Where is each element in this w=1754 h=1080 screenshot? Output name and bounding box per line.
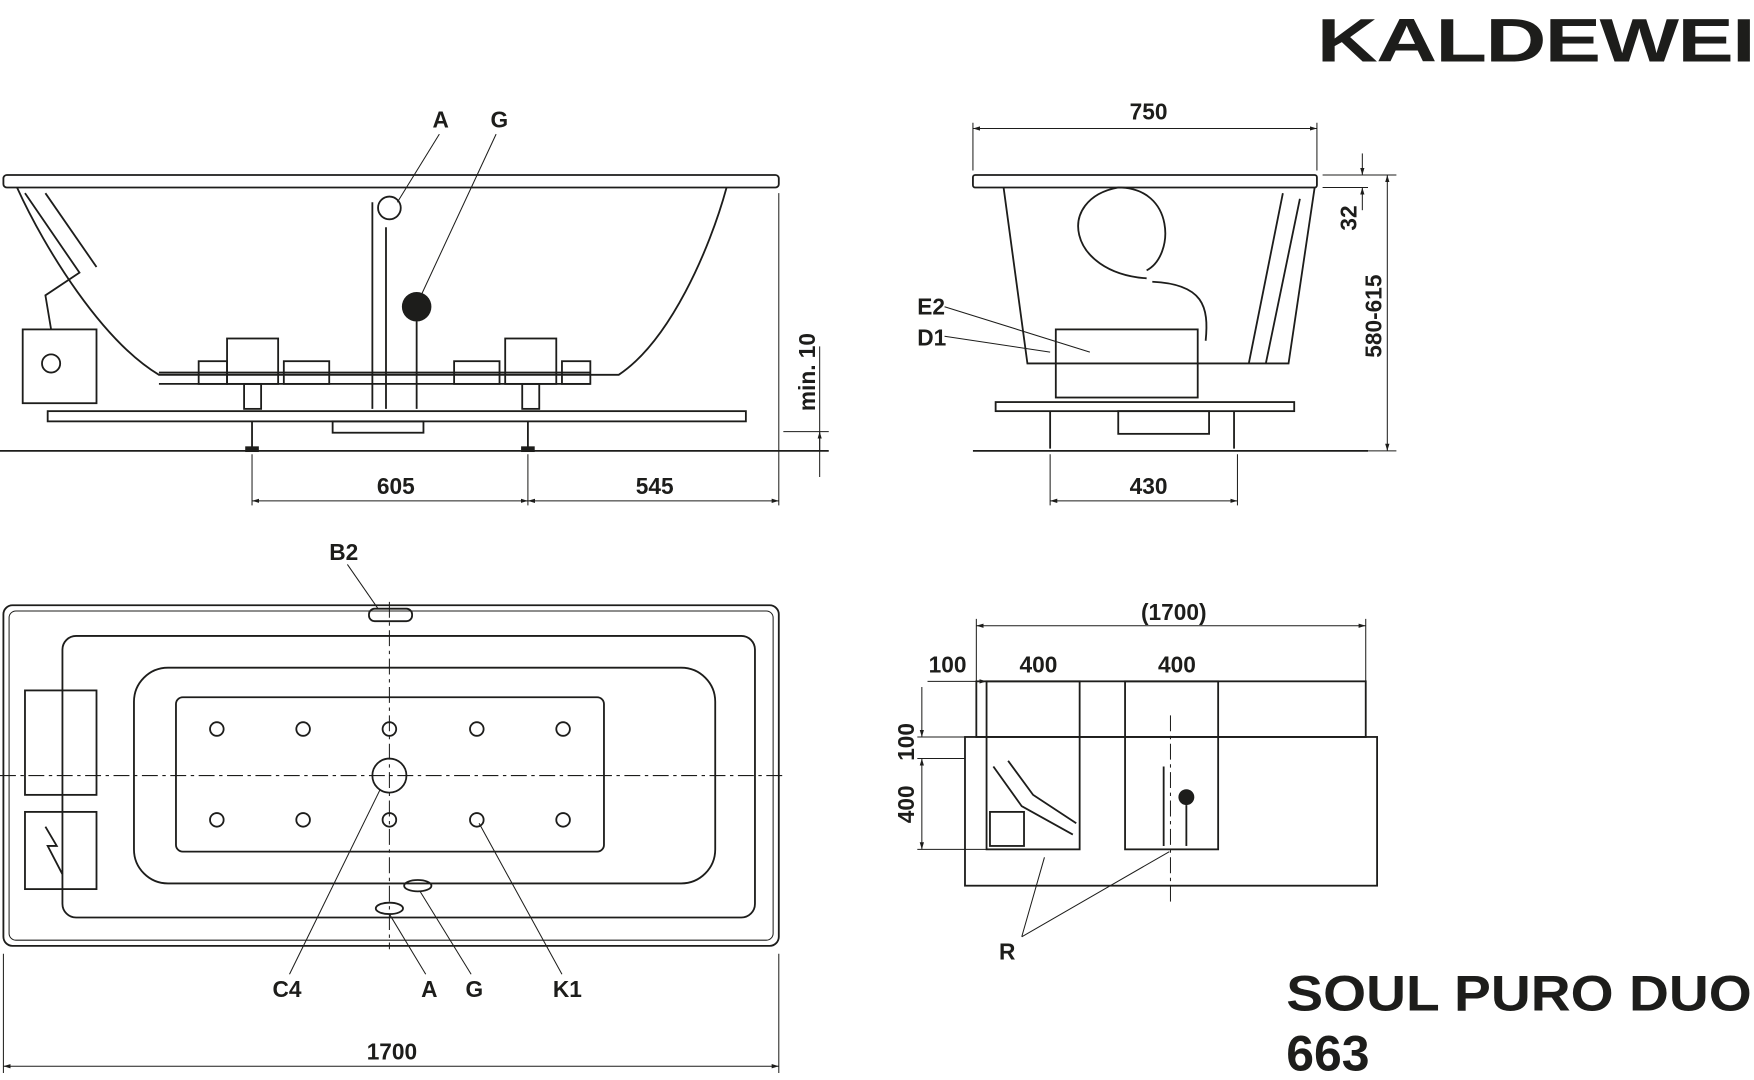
label-a-plan: A <box>421 976 437 1002</box>
label-k1: K1 <box>553 976 582 1002</box>
label-a-side: A <box>433 106 449 132</box>
dim-400-box2: 400 <box>1158 651 1196 677</box>
label-c4: C4 <box>272 976 301 1002</box>
pump-unit <box>24 689 98 796</box>
label-g-side: G <box>490 106 508 132</box>
dim-580-615: 580-615 <box>1361 275 1387 358</box>
label-d1: D1 <box>917 324 946 350</box>
dim-545: 545 <box>636 473 674 499</box>
label-g-plan: G <box>465 976 483 1002</box>
dim-750: 750 <box>1130 98 1168 124</box>
dim-min-10: min. 10 <box>794 333 820 411</box>
plan-view: B2 C4 A G K1 1700 <box>0 539 784 1074</box>
dim-400-depth: 400 <box>893 785 919 823</box>
dim-605: 605 <box>377 473 415 499</box>
brand-logo: KALDEWEI <box>1317 6 1754 74</box>
dim-430: 430 <box>1130 473 1168 499</box>
label-b2: B2 <box>329 539 358 565</box>
product-name: SOUL PURO DUO <box>1286 966 1751 1022</box>
dim-32: 32 <box>1336 205 1362 230</box>
dim-1700-ref: (1700) <box>1141 599 1207 625</box>
end-view: E2 D1 750 32 580-615 430 <box>917 98 1397 506</box>
product-model: 663 <box>1286 1026 1369 1080</box>
side-view: A G 605 545 min. 10 <box>0 106 829 506</box>
dim-1700: 1700 <box>367 1038 417 1064</box>
valve-left <box>197 337 331 410</box>
dim-100-offset: 100 <box>929 651 967 677</box>
label-e2: E2 <box>917 294 945 320</box>
electrical-box <box>24 810 98 891</box>
jets <box>209 721 571 828</box>
valve-right <box>453 337 592 410</box>
dim-400-box1: 400 <box>1019 651 1057 677</box>
installation-view: R (1700) 100 400 400 100 400 <box>893 599 1378 964</box>
drain <box>371 757 408 794</box>
dim-100-top: 100 <box>893 723 919 761</box>
label-r: R <box>999 938 1015 964</box>
